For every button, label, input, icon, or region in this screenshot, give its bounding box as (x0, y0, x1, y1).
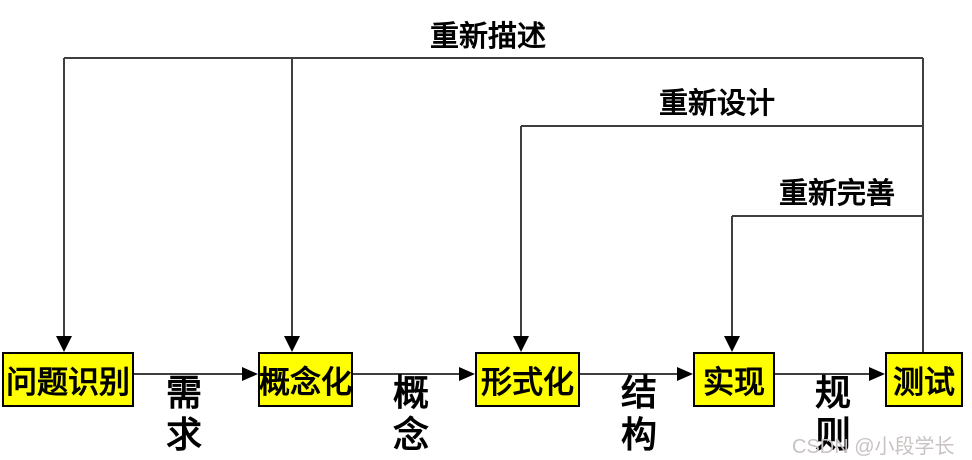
arrowhead-right-4 (869, 367, 885, 381)
transition-label-concept: 概念 (392, 373, 429, 455)
arrowhead-down-implement (724, 336, 740, 352)
arrowhead-down-problem (56, 336, 72, 352)
feedback-label-refine: 重新完善 (779, 178, 896, 210)
stage-box-testing: 测试 (885, 352, 963, 407)
arrowhead-right-1 (242, 367, 258, 381)
arrowhead-down-formal (513, 336, 529, 352)
stage-box-implementation: 实现 (693, 352, 775, 407)
arrowhead-right-3 (677, 367, 693, 381)
arrowhead-down-concept (284, 336, 300, 352)
transition-label-requirements: 需求 (165, 373, 202, 455)
arrowhead-right-2 (459, 367, 475, 381)
feedback-label-redesign: 重新设计 (659, 88, 776, 120)
transition-label-rules: 规则 (814, 373, 851, 455)
stage-box-conceptualization: 概念化 (258, 352, 353, 407)
transition-label-structure: 结构 (620, 373, 657, 455)
feedback-label-redescribe: 重新描述 (430, 21, 547, 53)
stage-box-problem-identification: 问题识别 (2, 352, 134, 407)
watermark-text: CSDN @小段学长 (792, 436, 955, 458)
stage-box-formalization: 形式化 (475, 352, 580, 407)
